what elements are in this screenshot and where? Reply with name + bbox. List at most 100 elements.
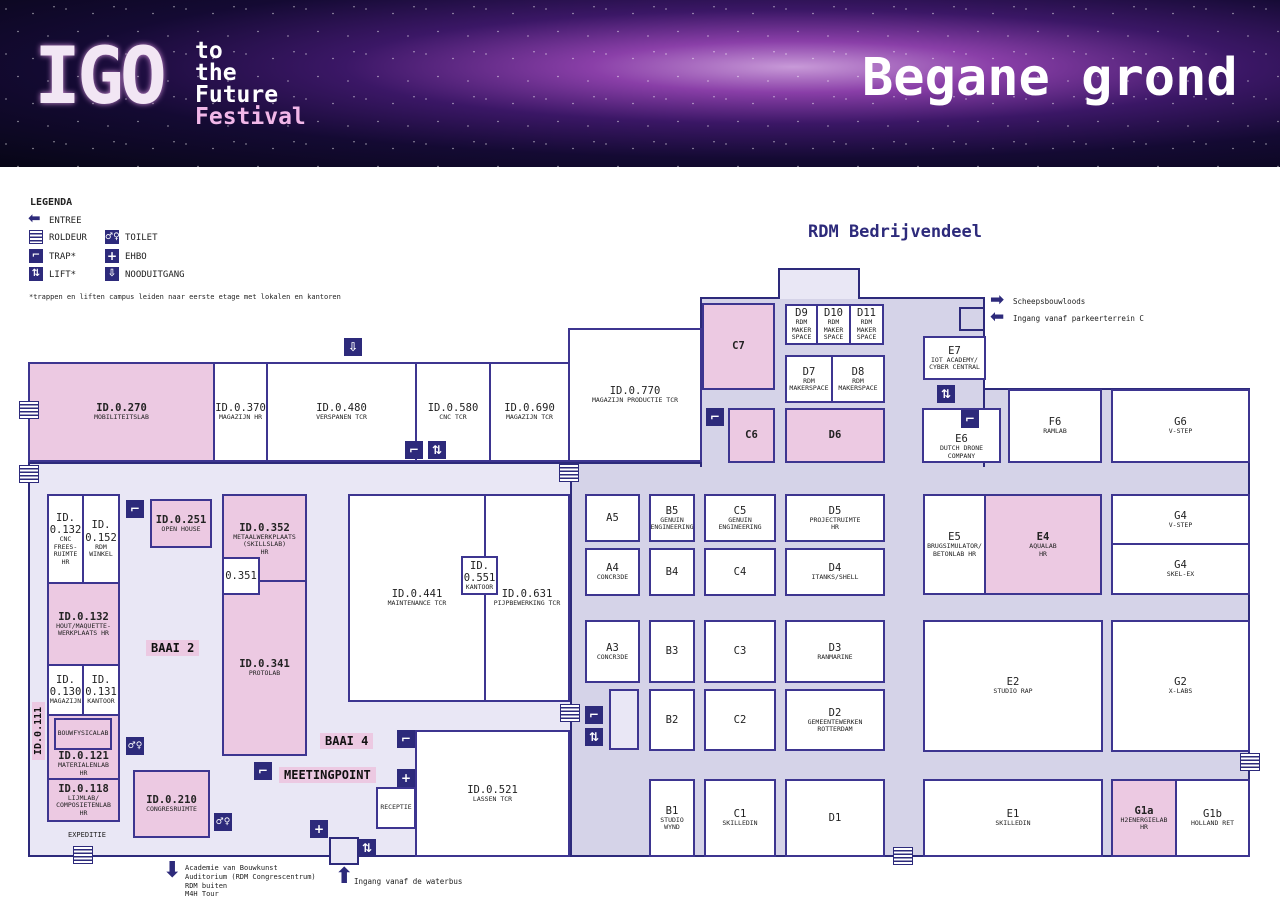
room-c7[interactable]: C7 <box>702 303 775 390</box>
room-b4[interactable]: B4 <box>649 548 695 596</box>
room-code: E4 <box>1036 531 1050 543</box>
baai-4-label: BAAI 4 <box>320 733 374 749</box>
room-code: C1 <box>733 808 747 821</box>
room-c2[interactable]: C2 <box>704 689 776 751</box>
room-code: ID.0.341 <box>239 658 290 671</box>
room-a5[interactable]: A5 <box>585 494 640 542</box>
floor-notch <box>778 268 860 299</box>
room-code: C7 <box>732 340 745 353</box>
legend-footnote: *trappen en liften campus leiden naar ee… <box>29 293 341 301</box>
room-code: D3 <box>828 641 842 654</box>
room-c6[interactable]: C6 <box>728 408 775 463</box>
room-code: C6 <box>745 429 758 442</box>
room-d1[interactable]: D1 <box>785 779 885 857</box>
emergency-exit-icon: ⇩ <box>344 338 362 356</box>
floor-placeholder <box>609 689 639 750</box>
room-name: LIJMLAB/ COMPOSIETENLAB HR <box>56 793 111 817</box>
room-name: RECEPTIE <box>380 803 412 812</box>
room-c3[interactable]: C3 <box>704 620 776 683</box>
legend-nooduitgang: NOODUITGANG <box>125 270 185 280</box>
room-c4[interactable]: C4 <box>704 548 776 596</box>
stairs-icon: ⌐ <box>585 706 603 724</box>
room-code: D11 <box>857 307 876 320</box>
roller-door-icon <box>19 401 39 419</box>
room-code: D6 <box>828 429 842 442</box>
room-name: PIJPBEWERKING TCR <box>493 599 561 608</box>
stairs-icon: ⌐ <box>126 500 144 518</box>
festival-logo: IGO <box>34 32 167 122</box>
room-name: STUDIO WYND <box>660 815 684 832</box>
entrance-vestibule <box>329 837 359 865</box>
room-b2[interactable]: B2 <box>649 689 695 751</box>
room-code: D1 <box>828 811 842 824</box>
room-code: ID.0.580 <box>427 402 479 415</box>
logo-line: Festival <box>195 104 306 130</box>
room-name: GEMEENTEWERKEN ROTTERDAM <box>807 717 863 734</box>
entrance-arrow-icon: ⬅ <box>990 307 1005 327</box>
room-code: D5 <box>828 504 842 517</box>
room-code: B5 <box>665 504 679 517</box>
room-code: ID.0.631 <box>501 588 553 601</box>
toilet-icon: ♂♀ <box>126 737 144 755</box>
room-id0351[interactable]: 0.351 <box>222 557 260 595</box>
room-bouwfysica[interactable]: BOUWFYSICALAB <box>54 718 112 750</box>
room-code: ID. 0.152 <box>85 519 117 544</box>
room-name: MAGAZIJN HR <box>218 413 263 422</box>
room-code: A3 <box>606 641 619 654</box>
room-receptie[interactable]: RECEPTIE <box>376 787 416 829</box>
first-aid-icon: + <box>310 820 328 838</box>
legend-title: LEGENDA <box>30 197 73 208</box>
room-code: E5 <box>948 531 961 543</box>
room-b3[interactable]: B3 <box>649 620 695 683</box>
room-d6[interactable]: D6 <box>785 408 885 463</box>
entree-arrow-icon: ⬅ <box>28 209 41 227</box>
